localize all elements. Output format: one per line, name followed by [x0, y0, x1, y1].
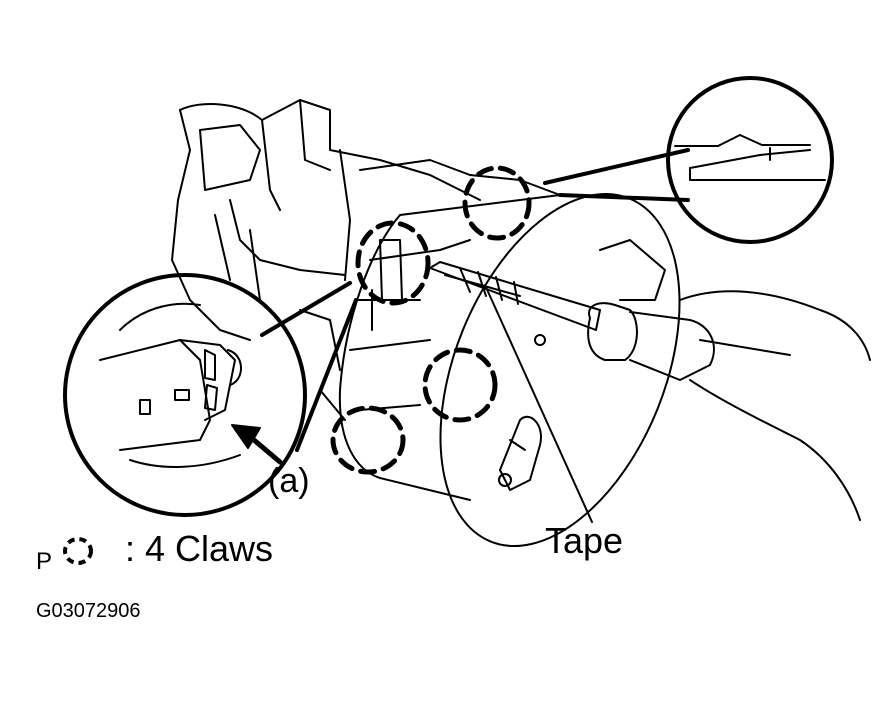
tape-label: Tape [545, 520, 624, 561]
claw-circle-left [355, 220, 431, 306]
hand [679, 290, 871, 521]
detail-inset-top-right [543, 76, 834, 244]
detail-inset-left [63, 273, 358, 517]
figure-code: G03072906 [36, 600, 141, 622]
claw-circle-top [462, 165, 532, 241]
marker-a-label: (a) [268, 462, 310, 500]
column-housing [171, 99, 561, 421]
legend-prefix: P [36, 548, 53, 575]
claw-markers [330, 165, 532, 475]
spiral-cable-body [338, 194, 561, 501]
legend-claw-icon [63, 537, 93, 565]
claw-circle-middle [422, 347, 498, 423]
screwdriver [429, 261, 715, 381]
claw-circle-bottom [330, 405, 406, 475]
legend-claws-text: : 4 Claws [125, 528, 274, 569]
tape-leader-line [484, 284, 593, 523]
front-disc [439, 193, 681, 547]
